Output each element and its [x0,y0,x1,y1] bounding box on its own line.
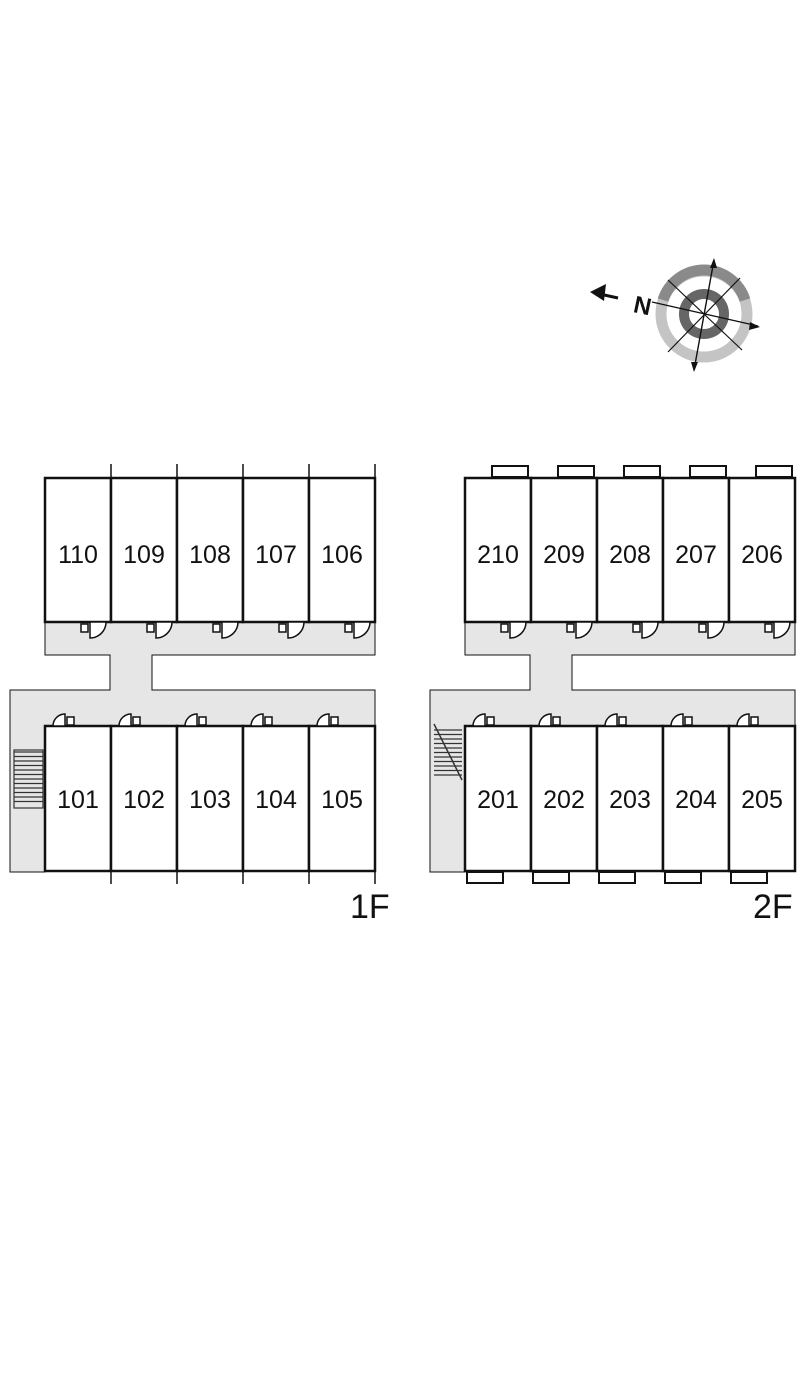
room-unit: 106 [307,464,377,639]
room-unit: 104 [241,713,311,884]
door-icon [184,713,207,727]
door-icon [146,621,173,639]
door-icon [538,713,561,727]
door-icon [250,713,273,727]
balcony [491,465,529,478]
room-unit: 210 [463,465,533,639]
room-number-label: 205 [741,786,783,814]
door-icon [52,713,75,727]
door-icon [670,713,693,727]
room-number-label: 103 [189,786,231,814]
compass: N [590,258,760,372]
room-unit: 105 [307,713,377,884]
balcony [664,871,702,884]
room-number-label: 208 [609,541,651,569]
floor-2f-plan: 210 209 208 207 206 201 202 203 204 205 [429,465,797,884]
balcony [623,465,661,478]
room-number-label: 110 [58,541,98,569]
balcony [689,465,727,478]
floor-1f-plan: 110 109 108 107 106 101 102 103 104 105 [9,464,377,884]
room-unit: 103 [175,713,245,884]
room-unit: 101 [43,713,113,884]
door-icon [736,713,759,727]
balcony [532,871,570,884]
room-number-label: 206 [741,541,783,569]
balcony [466,871,504,884]
door-icon [344,621,371,639]
door-icon [212,621,239,639]
room-unit: 209 [529,465,599,639]
room-unit: 107 [241,464,311,639]
door-icon [118,713,141,727]
room-number-label: 204 [675,786,717,814]
staircase [13,749,44,809]
room-unit: 102 [109,713,179,884]
room-number-label: 210 [477,541,519,569]
floor-label-1f: 1F [350,888,390,926]
door-icon [472,713,495,727]
north-label: N [631,291,654,321]
balcony [598,871,636,884]
door-icon [764,621,791,639]
room-number-label: 202 [543,786,585,814]
door-icon [632,621,659,639]
room-unit: 205 [727,713,797,884]
balcony [755,465,793,478]
room-unit: 203 [595,713,665,884]
door-icon [566,621,593,639]
room-number-label: 203 [609,786,651,814]
room-number-label: 207 [675,541,717,569]
room-number-label: 101 [57,786,99,814]
room-unit: 204 [661,713,731,884]
north-arrow: N [590,284,654,321]
room-number-label: 107 [255,541,297,569]
room-number-label: 108 [189,541,231,569]
room-unit: 108 [175,464,245,639]
door-icon [278,621,305,639]
balcony [730,871,768,884]
room-number-label: 106 [321,541,363,569]
room-number-label: 102 [123,786,165,814]
room-unit: 201 [463,713,533,884]
door-icon [698,621,725,639]
compass-rose-icon [651,258,760,372]
room-number-label: 105 [321,786,363,814]
room-number-label: 109 [123,541,165,569]
room-unit: 206 [727,465,797,639]
room-unit: 208 [595,465,665,639]
balcony [557,465,595,478]
room-number-label: 104 [255,786,297,814]
staircase [433,723,463,781]
room-unit: 207 [661,465,731,639]
room-number-label: 201 [477,786,519,814]
door-icon [500,621,527,639]
door-icon [604,713,627,727]
room-unit: 109 [109,464,179,639]
door-icon [316,713,339,727]
floor-label-2f: 2F [753,888,793,926]
room-number-label: 209 [543,541,585,569]
door-icon [80,621,107,639]
room-unit: 110 [43,464,113,639]
room-unit: 202 [529,713,599,884]
